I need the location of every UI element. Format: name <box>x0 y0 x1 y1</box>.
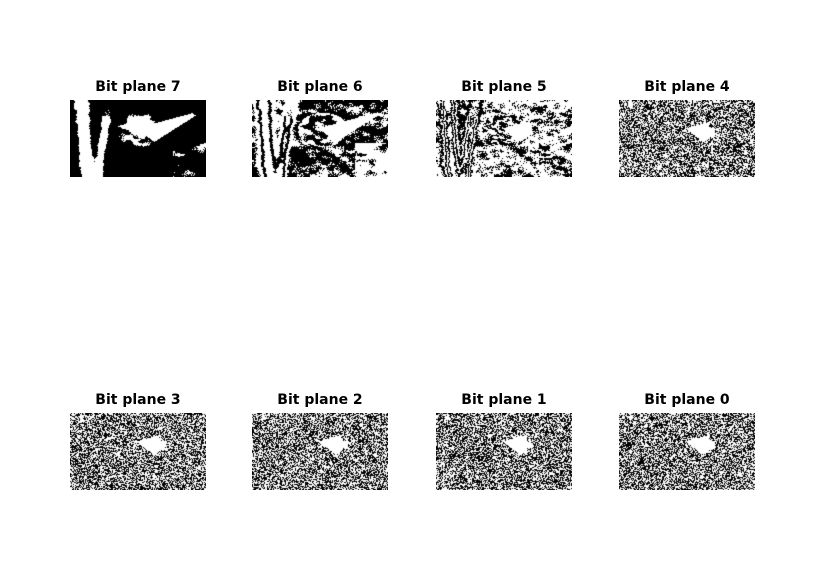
bit-plane-3-image <box>70 413 206 490</box>
bit-plane-4-title: Bit plane 4 <box>644 79 730 95</box>
bit-plane-2-image <box>252 413 388 490</box>
bit-plane-6-image <box>252 100 388 177</box>
bit-plane-5-title: Bit plane 5 <box>461 79 547 95</box>
bit-plane-3-title: Bit plane 3 <box>95 392 181 408</box>
bit-plane-7-image <box>70 100 206 177</box>
bit-plane-0-image <box>619 413 755 490</box>
bit-plane-1-image <box>436 413 572 490</box>
bit-plane-1-title: Bit plane 1 <box>461 392 547 408</box>
bit-plane-2-title: Bit plane 2 <box>277 392 363 408</box>
bit-plane-0-title: Bit plane 0 <box>644 392 730 408</box>
bit-plane-5-image <box>436 100 572 177</box>
bit-plane-4-image <box>619 100 755 177</box>
bit-plane-7-title: Bit plane 7 <box>95 79 181 95</box>
bit-plane-6-title: Bit plane 6 <box>277 79 363 95</box>
